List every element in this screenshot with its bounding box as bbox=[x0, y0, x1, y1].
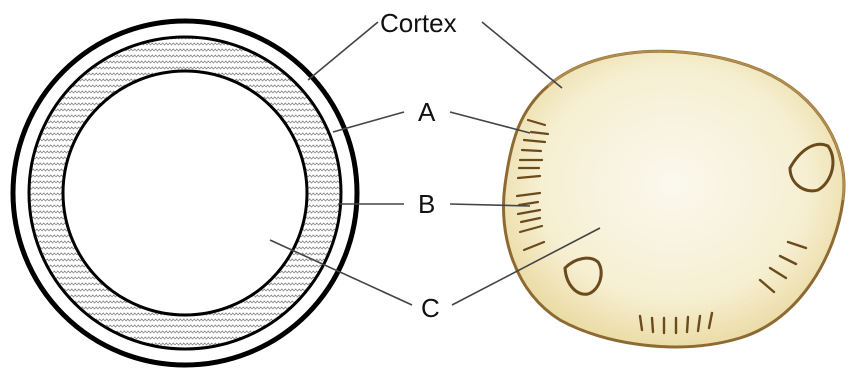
leader-cortex-right bbox=[482, 22, 562, 88]
label-cortex: Cortex bbox=[380, 8, 457, 38]
leader-a-right bbox=[450, 112, 530, 133]
label-b: B bbox=[418, 189, 435, 219]
label-c: C bbox=[421, 293, 440, 323]
leader-cortex-left bbox=[308, 22, 378, 80]
schematic-diagram bbox=[13, 21, 357, 365]
label-a: A bbox=[418, 97, 436, 127]
photo-slice-outline bbox=[503, 51, 844, 347]
cross-section-photo bbox=[503, 51, 844, 347]
region-c-pith bbox=[63, 71, 307, 315]
